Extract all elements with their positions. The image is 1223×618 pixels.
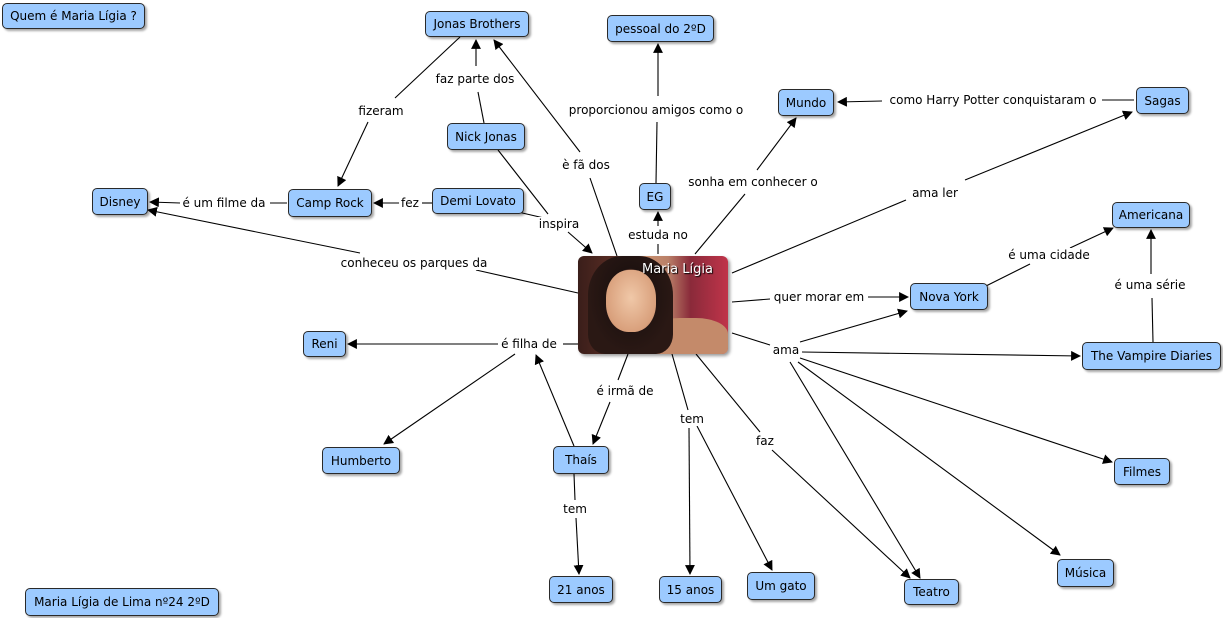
edge-fizeram-camprock bbox=[337, 121, 369, 187]
label-faz-parte-dos: faz parte dos bbox=[433, 72, 517, 86]
edge-nick-fazparte bbox=[477, 91, 485, 124]
edge-tem2-15 bbox=[684, 427, 695, 575]
node-reni[interactable]: Reni bbox=[303, 331, 346, 357]
edge-amaler-sagas bbox=[964, 110, 1133, 181]
label-sonha: sonha em conhecer o bbox=[686, 175, 820, 189]
label-e-filha-de: é filha de bbox=[499, 337, 559, 351]
label-quer-morar-em: quer morar em bbox=[771, 290, 867, 304]
edge-ama-musica bbox=[797, 361, 1061, 556]
edge-tem-21 bbox=[573, 517, 584, 575]
edge-maria-ama bbox=[731, 332, 771, 346]
photo-face bbox=[606, 270, 656, 332]
edge-vampire-serie bbox=[1151, 297, 1154, 343]
edge-maria-efados bbox=[589, 177, 618, 257]
node-americana[interactable]: Americana bbox=[1112, 202, 1190, 228]
edge-maria-conheceu bbox=[475, 269, 579, 294]
edge-tem2-gato bbox=[696, 425, 773, 571]
label-e-fa-dos: è fã dos bbox=[560, 158, 612, 172]
label-como-harry-potter: como Harry Potter conquistaram o bbox=[887, 93, 1099, 107]
label-estuda-no: estuda no bbox=[626, 228, 690, 242]
edge-sonha-mundo bbox=[756, 117, 797, 171]
node-musica[interactable]: Música bbox=[1057, 559, 1114, 587]
label-ama-ler: ama ler bbox=[910, 186, 960, 200]
label-inspira: inspira bbox=[536, 217, 582, 231]
edge-thais-filha bbox=[534, 354, 575, 447]
node-quem-e-maria-ligia[interactable]: Quem é Maria Lígia ? bbox=[2, 3, 145, 29]
node-jonas-brothers[interactable]: Jonas Brothers bbox=[425, 11, 529, 37]
node-21-anos[interactable]: 21 anos bbox=[549, 576, 613, 603]
edge-ama-vampire bbox=[801, 350, 1081, 361]
edge-irma-thais bbox=[591, 401, 611, 445]
edge-harry-mundo bbox=[837, 96, 883, 107]
edge-maria-tem2 bbox=[671, 353, 689, 411]
edge-maria-faz bbox=[695, 353, 761, 433]
node-eg[interactable]: EG bbox=[639, 183, 671, 210]
node-demi-lovato[interactable]: Demi Lovato bbox=[432, 188, 524, 214]
edge-maria-amaler bbox=[731, 199, 907, 274]
edge-filme-disney bbox=[149, 197, 181, 208]
label-e-uma-serie: é uma série bbox=[1112, 278, 1188, 292]
edge-eg-proporcionou bbox=[655, 121, 658, 184]
edge-ama-ny bbox=[799, 308, 908, 343]
node-teatro[interactable]: Teatro bbox=[904, 579, 959, 605]
node-filmes[interactable]: Filmes bbox=[1114, 458, 1170, 485]
label-ama: ama bbox=[770, 343, 802, 357]
node-thais[interactable]: Thaís bbox=[553, 446, 609, 474]
node-nick-jonas[interactable]: Nick Jonas bbox=[447, 123, 525, 150]
edge-filha-humberto bbox=[383, 353, 516, 445]
edge-maria-quermorar bbox=[731, 298, 771, 303]
node-nova-york[interactable]: Nova York bbox=[910, 283, 988, 310]
edge-faz-teatro bbox=[771, 449, 911, 579]
edge-conheceu-disney bbox=[147, 206, 361, 254]
node-maria-ligia-photo[interactable]: Maria Lígia bbox=[578, 256, 728, 354]
label-faz: faz bbox=[754, 434, 776, 448]
label-proporcionou: proporcionou amigos como o bbox=[566, 103, 746, 117]
label-fizeram: fizeram bbox=[356, 104, 406, 118]
node-humberto[interactable]: Humberto bbox=[322, 447, 400, 474]
node-sagas[interactable]: Sagas bbox=[1136, 87, 1189, 114]
node-camp-rock[interactable]: Camp Rock bbox=[288, 189, 372, 217]
edge-jonas-fizeram bbox=[394, 36, 461, 99]
node-the-vampire-diaries[interactable]: The Vampire Diaries bbox=[1082, 342, 1221, 370]
node-15-anos[interactable]: 15 anos bbox=[659, 576, 722, 603]
edge-cidade-americana bbox=[1069, 227, 1114, 249]
label-tem-thais: tem bbox=[561, 502, 589, 516]
label-e-irma-de: é irmã de bbox=[594, 384, 656, 398]
edge-ama-filmes bbox=[799, 357, 1113, 464]
label-conheceu: conheceu os parques da bbox=[338, 256, 490, 270]
label-fez: fez bbox=[399, 196, 421, 210]
edge-ama-teatro bbox=[789, 361, 921, 579]
label-e-um-filme-da: é um filme da bbox=[180, 196, 268, 210]
edge-inspira-maria bbox=[567, 231, 593, 254]
edge-maria-irma bbox=[617, 353, 629, 381]
node-author-info[interactable]: Maria Lígia de Lima nº24 2ºD bbox=[25, 588, 219, 616]
center-title: Maria Lígia bbox=[642, 262, 713, 277]
label-e-uma-cidade: é uma cidade bbox=[1006, 248, 1092, 262]
label-tem-maria: tem bbox=[678, 412, 706, 426]
node-disney[interactable]: Disney bbox=[92, 188, 148, 215]
edge-efados-jonas bbox=[493, 39, 581, 153]
node-pessoal-do-2d[interactable]: pessoal do 2ºD bbox=[607, 15, 714, 42]
node-um-gato[interactable]: Um gato bbox=[747, 572, 815, 600]
edge-maria-sonha bbox=[694, 193, 746, 255]
node-mundo[interactable]: Mundo bbox=[778, 89, 834, 116]
edge-ny-cidade bbox=[985, 263, 1031, 287]
edge-thais-tem bbox=[573, 473, 576, 501]
edge-nick-inspira bbox=[497, 149, 549, 215]
